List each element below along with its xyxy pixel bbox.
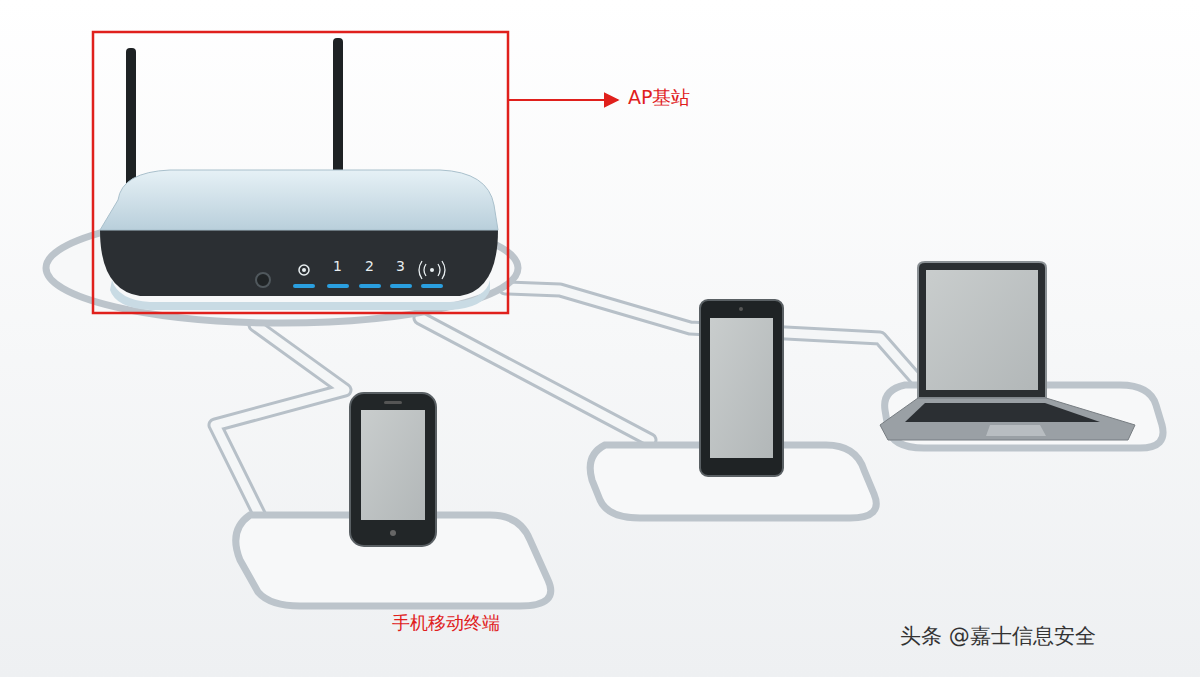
port-number: 2 (365, 258, 374, 275)
phone-illustration (350, 393, 436, 546)
device-label: 手机移动终端 (392, 612, 500, 634)
watermark: 头条 @嘉士信息安全 (900, 624, 1096, 649)
laptop-illustration (880, 262, 1135, 440)
platforms (46, 213, 1163, 606)
port-number: 3 (396, 258, 405, 275)
port-number: 1 (333, 258, 342, 275)
router-illustration (100, 38, 498, 310)
callout-arrow (508, 99, 618, 101)
callout-label: AP基站 (628, 86, 690, 109)
tablet-illustration (700, 300, 783, 476)
highlight-box (93, 32, 508, 313)
